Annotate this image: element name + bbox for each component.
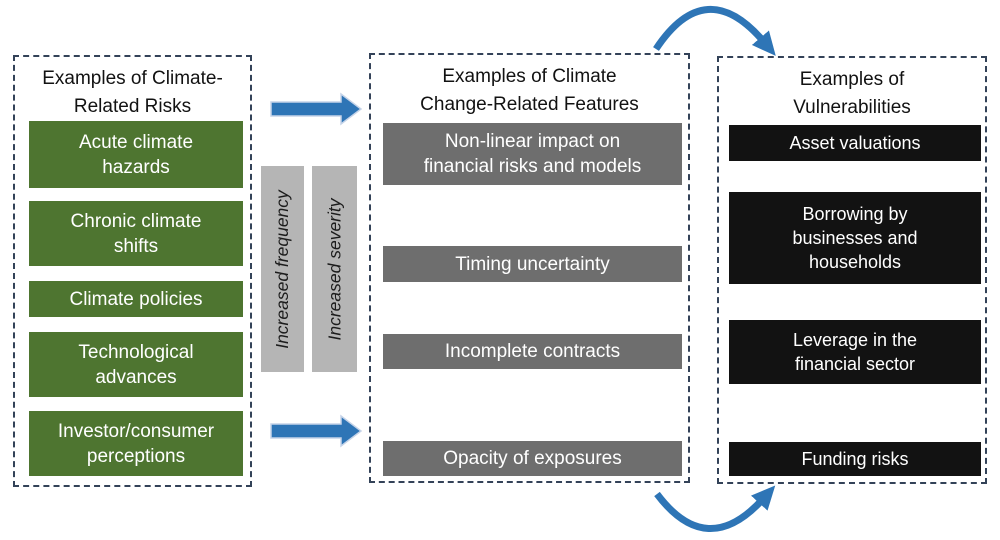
risk-item-acute-climate-hazards: Acute climate hazards bbox=[29, 121, 243, 188]
arrow-right-top-icon bbox=[270, 92, 363, 126]
feature-item-timing-uncertainty: Timing uncertainty bbox=[383, 246, 682, 282]
feature-item-nonlinear-impact: Non-linear impact on financial risks and… bbox=[383, 123, 682, 185]
panel-climate-risks: Examples of Climate-Related Risks Acute … bbox=[13, 55, 252, 487]
increased-frequency-label: Increased frequency bbox=[272, 189, 293, 349]
risk-item-chronic-climate-shifts: Chronic climate shifts bbox=[29, 201, 243, 266]
feature-item-incomplete-contracts: Incomplete contracts bbox=[383, 334, 682, 369]
vulnerability-item-label: Asset valuations bbox=[789, 133, 921, 153]
risk-item-technological-advances: Technological advances bbox=[29, 332, 243, 397]
feature-item-label: Opacity of exposures bbox=[443, 448, 622, 469]
risk-item-label: Technological advances bbox=[78, 341, 194, 388]
vulnerability-item-leverage: Leverage in the financial sector bbox=[729, 320, 981, 384]
risk-item-label: Investor/consumer perceptions bbox=[57, 420, 215, 467]
vulnerability-item-label: Funding risks bbox=[801, 449, 909, 469]
curved-arrow-top-icon bbox=[653, 5, 776, 56]
panel-title-climate-risks: Examples of Climate-Related Risks bbox=[42, 68, 223, 117]
panel-title-vulnerabilities: Examples of Vulnerabilities bbox=[793, 69, 911, 118]
vulnerability-item-borrowing: Borrowing by businesses and households bbox=[729, 192, 981, 284]
increased-severity-bar: Increased severity bbox=[312, 166, 357, 372]
feature-item-label: Incomplete contracts bbox=[444, 341, 621, 362]
risk-item-label: Acute climate hazards bbox=[78, 131, 194, 178]
curved-arrow-bottom-icon bbox=[654, 485, 776, 532]
panel-vulnerabilities: Examples of Vulnerabilities Asset valuat… bbox=[717, 56, 987, 484]
feature-item-label: Timing uncertainty bbox=[455, 253, 610, 275]
risk-item-climate-policies: Climate policies bbox=[29, 281, 243, 317]
vulnerability-item-asset-valuations: Asset valuations bbox=[729, 125, 981, 161]
feature-item-label: Non-linear impact on financial risks and… bbox=[423, 131, 642, 177]
increased-severity-label: Increased severity bbox=[324, 197, 345, 341]
panel-climate-features: Examples of Climate Change-Related Featu… bbox=[369, 53, 690, 483]
vulnerability-item-label: Borrowing by businesses and households bbox=[792, 204, 918, 272]
panel-title-climate-features: Examples of Climate Change-Related Featu… bbox=[420, 66, 639, 115]
vulnerability-item-label: Leverage in the financial sector bbox=[792, 330, 918, 374]
vulnerability-item-funding-risks: Funding risks bbox=[729, 442, 981, 476]
risk-item-label: Chronic climate shifts bbox=[70, 210, 202, 257]
risk-item-label: Climate policies bbox=[69, 288, 203, 310]
arrow-right-bottom-icon bbox=[270, 414, 363, 448]
risk-item-investor-consumer-perceptions: Investor/consumer perceptions bbox=[29, 411, 243, 476]
increased-frequency-bar: Increased frequency bbox=[261, 166, 304, 372]
feature-item-opacity-of-exposures: Opacity of exposures bbox=[383, 441, 682, 476]
